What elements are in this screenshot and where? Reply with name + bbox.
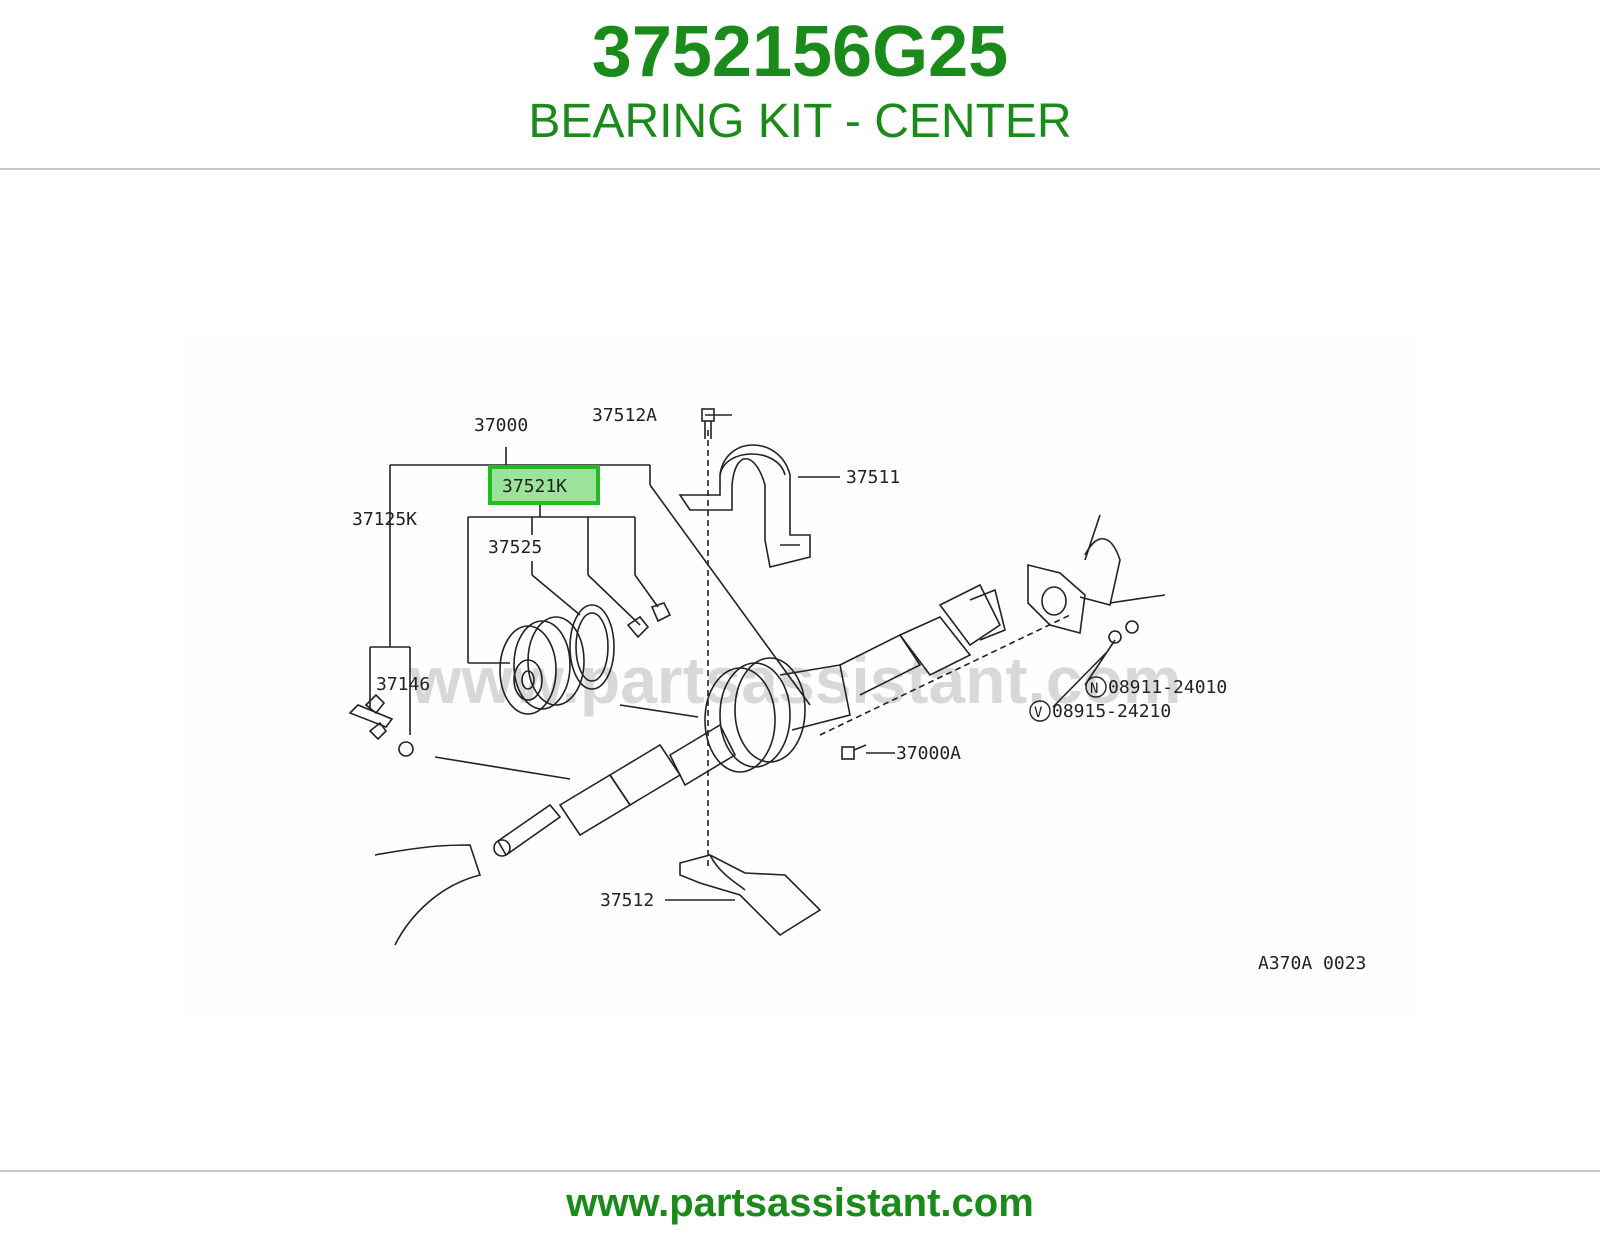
header-divider (0, 168, 1600, 170)
label-37000[interactable]: 37000 (474, 415, 528, 436)
label-37511[interactable]: 37511 (846, 467, 900, 488)
page-header: 3752156G25 BEARING KIT - CENTER (0, 0, 1600, 168)
label-37146[interactable]: 37146 (376, 674, 430, 695)
diagram-svg: www.partsassistant.com (348, 405, 1366, 974)
footer-divider (0, 1170, 1600, 1172)
label-08915-24210[interactable]: 08915-24210 (1052, 701, 1171, 722)
label-37521K[interactable]: 37521K (502, 476, 567, 497)
v-marker-circle (1029, 700, 1051, 722)
part-name-subtitle: BEARING KIT - CENTER (528, 95, 1072, 148)
label-n-marker: N (1090, 681, 1098, 697)
label-37512A[interactable]: 37512A (592, 405, 657, 426)
footer-url-link[interactable]: www.partsassistant.com (566, 1181, 1034, 1225)
label-37512[interactable]: 37512 (600, 890, 654, 911)
label-37000A[interactable]: 37000A (896, 743, 961, 764)
label-08911-24010[interactable]: 08911-24010 (1108, 677, 1227, 698)
parts-diagram: www.partsassistant.com (180, 335, 1420, 1015)
label-37525[interactable]: 37525 (488, 537, 542, 558)
label-37125K[interactable]: 37125K (352, 509, 417, 530)
diagram-code: A370A 0023 (1258, 953, 1366, 974)
highlight-box-37521K[interactable] (488, 465, 600, 505)
part-number-title: 3752156G25 (591, 12, 1009, 92)
label-v-marker: V (1034, 705, 1043, 721)
watermark: www.partsassistant.com (409, 643, 1181, 717)
n-marker-circle (1085, 676, 1107, 698)
